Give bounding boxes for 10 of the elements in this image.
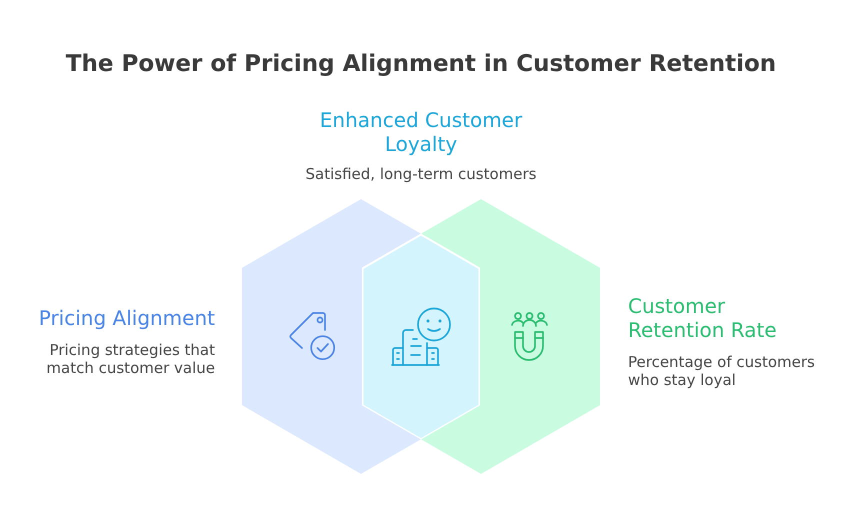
description: Percentage of customers who stay loyal xyxy=(628,354,816,389)
hexagon xyxy=(362,234,480,440)
description: Satisfied, long-term customers xyxy=(304,166,538,184)
heading: Customer Retention Rate xyxy=(628,294,778,342)
hexagon xyxy=(421,199,600,474)
description: Pricing strategies that match customer value xyxy=(45,342,215,377)
hexagon xyxy=(242,199,421,474)
heading: Enhanced Customer Loyalty xyxy=(318,108,524,156)
title: The Power of Pricing Alignment in Customer Retention xyxy=(66,50,776,79)
heading: Pricing Alignment xyxy=(38,306,215,330)
